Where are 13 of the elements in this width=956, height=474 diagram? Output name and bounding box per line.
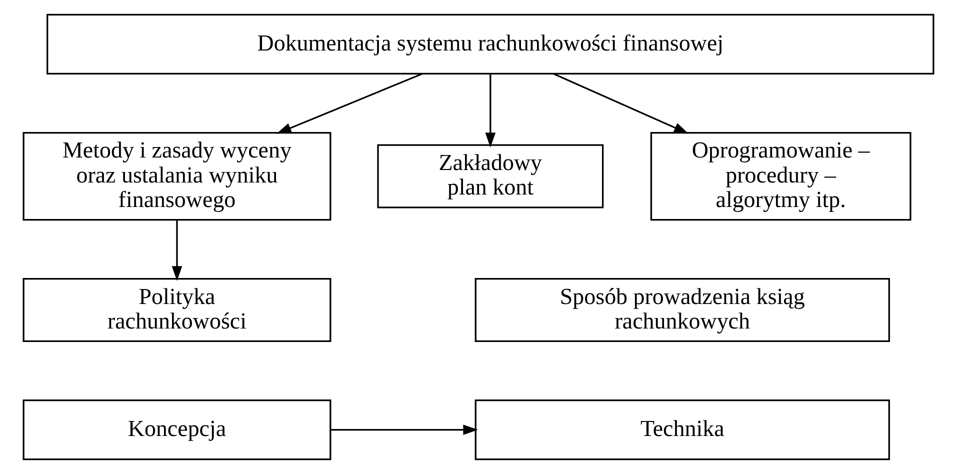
arrow (330, 424, 478, 435)
node-box: Polityka rachunkowości (22, 278, 331, 342)
node-box: Dokumentacja systemu rachunkowości finansowej (46, 14, 934, 75)
node-box: Technika (474, 399, 890, 460)
arrow (552, 73, 688, 134)
arrow (171, 220, 182, 281)
arrow (484, 74, 496, 148)
node-box: Oprogramowanie – procedury – algorytmy itp. (650, 132, 911, 221)
node-box: Sposób prowadzenia ksiąg rachunkowych (474, 278, 890, 342)
node-box: Metody i zasady wyceny oraz ustalania wyniku finansowego (22, 132, 331, 221)
node-box: Zakładowy plan kont (376, 144, 604, 208)
arrow (276, 73, 422, 134)
node-box: Koncepcja (22, 399, 331, 460)
